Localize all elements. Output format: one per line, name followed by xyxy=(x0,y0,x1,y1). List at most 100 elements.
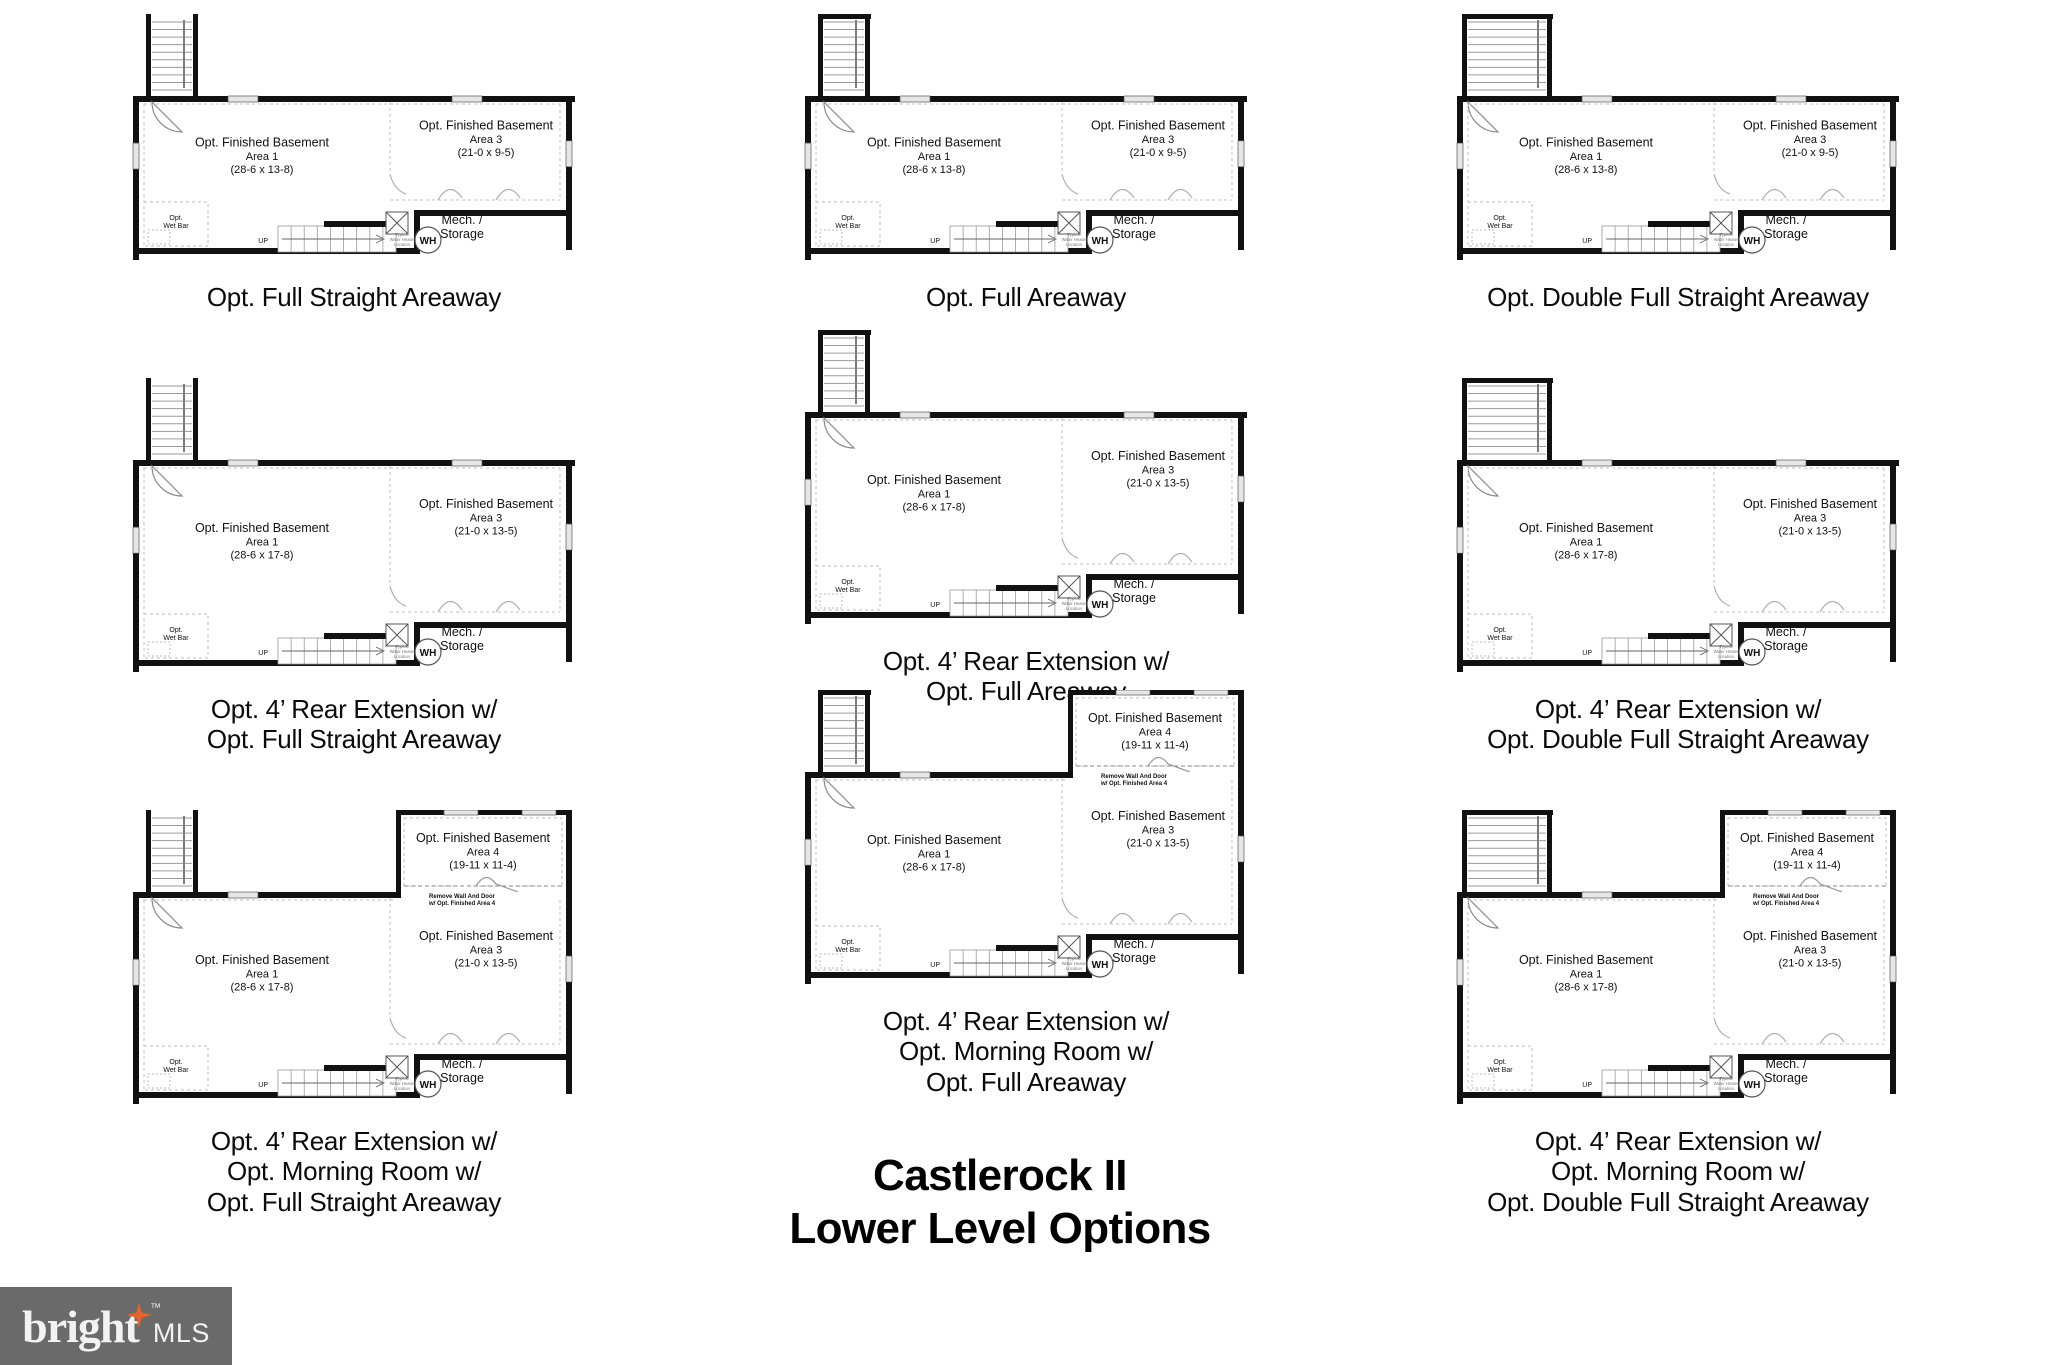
interior-partitions xyxy=(815,102,1233,248)
door-swing xyxy=(1467,464,1500,497)
window xyxy=(1456,526,1464,554)
wet-bar-fixture xyxy=(144,1045,209,1091)
interior-partitions xyxy=(143,466,561,660)
room-label-mech-storage: Mech. /Storage xyxy=(440,1057,484,1085)
plan-caption: Opt. 4’ Rear Extension w/ Opt. Full Stra… xyxy=(206,694,502,755)
window xyxy=(227,459,259,467)
interior-stairs xyxy=(949,945,1074,977)
interior-stairs xyxy=(1601,1065,1726,1097)
label-up: UP xyxy=(930,962,940,969)
window xyxy=(565,140,573,168)
watermark-mls-text: MLS xyxy=(152,1317,210,1348)
mechanical-symbol xyxy=(1709,623,1733,647)
water-heater xyxy=(414,1070,442,1098)
interior-partitions xyxy=(815,418,1233,612)
plan-caption: Opt. 4’ Rear Extension w/ Opt. Double Fu… xyxy=(1487,694,1869,755)
mechanical-symbol xyxy=(1709,211,1733,235)
areaway-stairs xyxy=(1462,378,1553,460)
window xyxy=(1123,95,1155,103)
areaway-stairs xyxy=(818,330,871,412)
sheet-title: Castlerock II Lower Level Options xyxy=(789,1151,1211,1253)
morning-room-outline xyxy=(1068,690,1243,776)
window xyxy=(451,95,483,103)
plan-caption: Opt. 4’ Rear Extension w/ Opt. Full Area… xyxy=(882,646,1170,707)
label-water-heater: WH xyxy=(1744,1080,1761,1091)
label-wet-bar: Opt.Wet Bar xyxy=(1487,1059,1513,1074)
room-label-mech-storage: Mech. /Storage xyxy=(440,625,484,653)
basement-outline xyxy=(805,690,1244,984)
wet-bar-fixture xyxy=(1468,1045,1533,1091)
interior-partitions xyxy=(815,778,1233,972)
water-heater xyxy=(1738,638,1766,666)
mechanical-symbol xyxy=(385,211,409,235)
label-wet-bar: Opt.Wet Bar xyxy=(163,215,189,230)
wet-bar-fixture xyxy=(1468,201,1533,247)
plan-caption: Opt. 4’ Rear Extension w/ Opt. Morning R… xyxy=(206,1126,502,1217)
label-water-heater: WH xyxy=(1092,236,1109,247)
areaway-stairs xyxy=(146,14,198,96)
label-wet-bar: Opt.Wet Bar xyxy=(1487,215,1513,230)
plan-caption: Opt. Full Areaway xyxy=(925,282,1127,312)
label-water-heater: WH xyxy=(1092,600,1109,611)
interior-partitions xyxy=(143,898,561,1092)
room-label-mech-storage: Mech. /Storage xyxy=(1112,937,1156,965)
window xyxy=(1581,95,1613,103)
bright-mls-watermark: bright ™ MLS xyxy=(0,1287,232,1365)
window xyxy=(132,958,140,986)
wet-bar-fixture xyxy=(816,565,881,611)
label-water-heater: WH xyxy=(420,1080,437,1091)
window xyxy=(1237,140,1245,168)
window xyxy=(1775,459,1807,467)
water-heater xyxy=(1738,1070,1766,1098)
interior-stairs xyxy=(277,221,402,253)
interior-partitions xyxy=(143,102,561,248)
water-heater xyxy=(414,638,442,666)
door-swing xyxy=(823,416,856,449)
window xyxy=(565,955,573,983)
label-up: UP xyxy=(258,238,268,245)
window xyxy=(132,526,140,554)
window xyxy=(899,771,931,779)
window xyxy=(227,891,259,899)
